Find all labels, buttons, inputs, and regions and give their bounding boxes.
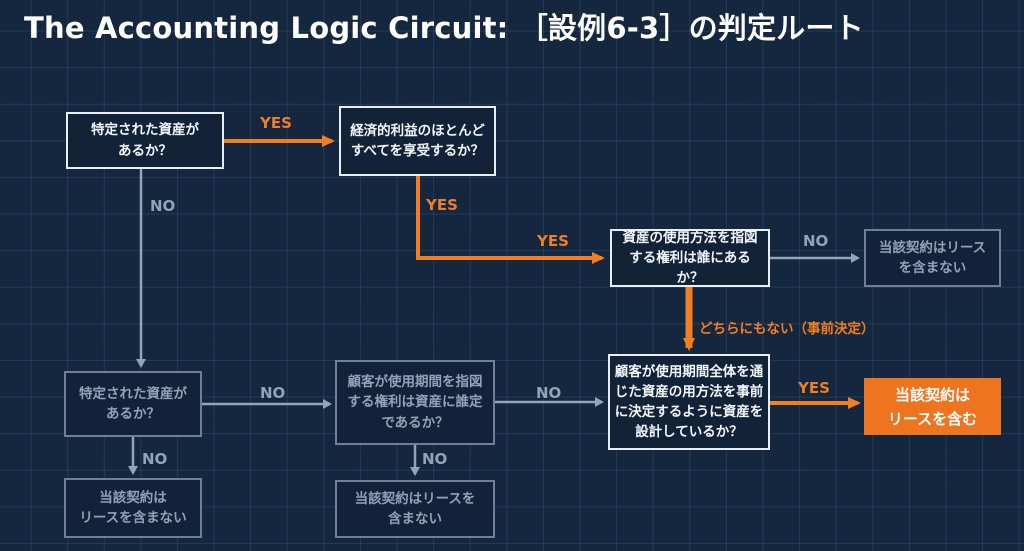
page-title: The Accounting Logic Circuit: ［設例6-3］の判定… [24,11,864,45]
node-result-contains-lease: 当該契約は リースを含む [864,378,1001,435]
node-direction-rights: 資産の使用方法を指図 する権利は誰にあるか？ [610,229,770,287]
edge-label-yes-q4-r2: YES [798,379,830,397]
edge-label-yes-q2-q3-a: YES [426,196,458,214]
node-result-no-lease-bottom-left: 当該契約は リースを含まない [64,478,202,538]
edge-label-yes-q1-q2: YES [260,114,292,132]
arrow-q2-q3 [416,176,605,264]
node-result-no-lease-bottom-mid: 当該契約はリースを 含まない [335,480,495,538]
edge-label-no-q6-q4: NO [536,384,562,402]
node-result-no-lease-top: 当該契約はリース を含まない [864,229,1001,287]
edge-label-no-q5-q6: NO [260,384,286,402]
edge-label-no-q3-r1: NO [803,232,829,250]
edge-label-predetermined: どちらにもない（事前決定） [699,321,875,337]
edge-label-no-q1-q5: NO [150,197,176,215]
edge-label-no-q6-r4: NO [422,450,448,468]
node-specified-asset: 特定された資産が あるか？ [66,112,224,169]
edge-label-yes-q2-q3-b: YES [537,232,569,250]
node-specified-asset-inactive: 特定された資産が あるか？ [64,371,202,437]
edge-label-no-q5-r3: NO [142,450,168,468]
node-economic-benefits: 経済的利益のほとんど すべてを享受するか？ [339,106,496,176]
node-predetermined-design: 顧客が使用期間全体を通 じた資産の用方法を事前 に決定するように資産を 設計して… [608,354,770,450]
node-customer-direction-inactive: 顧客が使用期間を指図 する権利は資産に誰定 であるか？ [335,360,495,445]
